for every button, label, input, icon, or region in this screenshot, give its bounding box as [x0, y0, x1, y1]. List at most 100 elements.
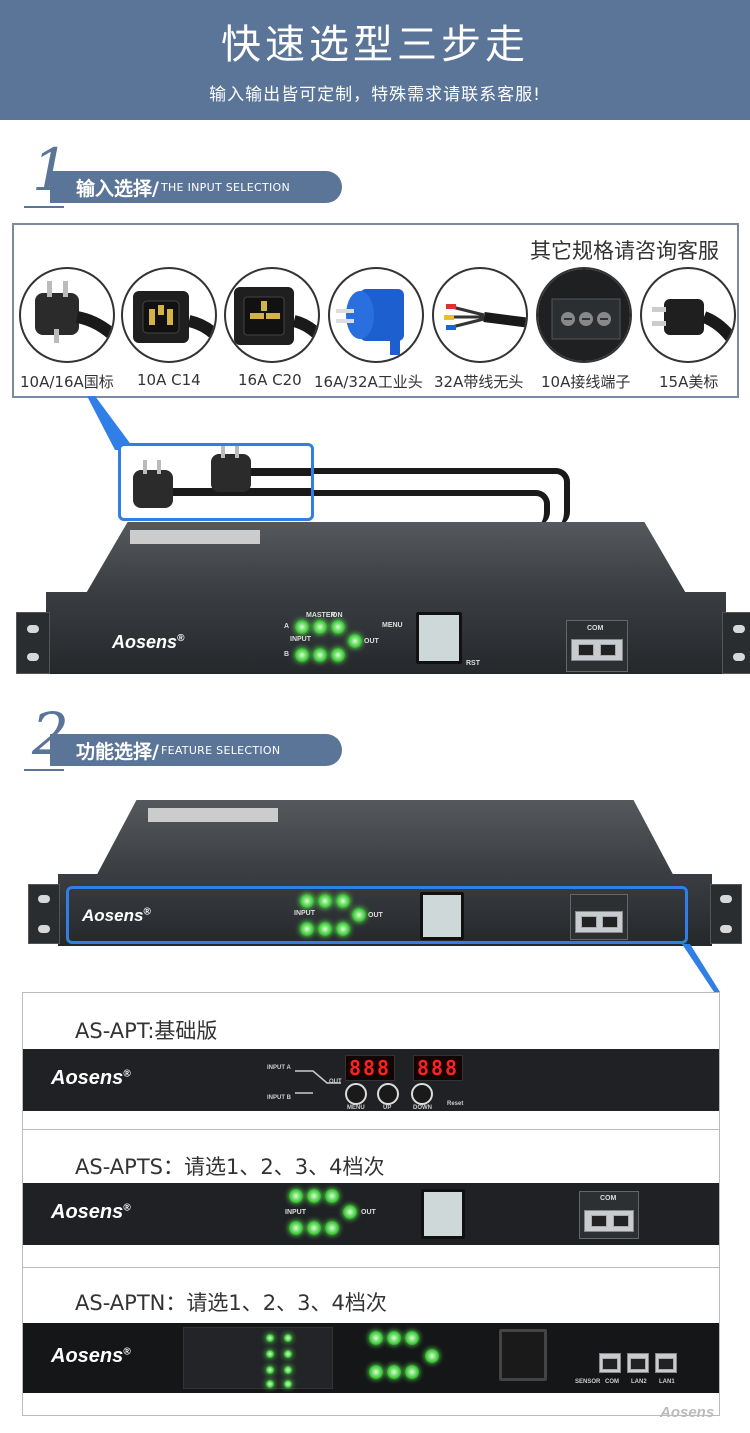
version-3-panel: Aosens® SENSOR COM LAN2 LAN1	[23, 1323, 719, 1393]
version-1-panel: Aosens® INPUT A INPUT B OUT 888 888 MENU…	[23, 1049, 719, 1111]
led-indicator	[300, 894, 314, 908]
led-indicator	[369, 1365, 383, 1379]
step-2-title: 功能选择/	[76, 740, 159, 763]
led-indicator	[387, 1331, 401, 1345]
rj45-ports[interactable]	[584, 1210, 634, 1232]
lcd-display	[421, 1189, 465, 1239]
plug-label: 10A接线端子	[541, 373, 631, 391]
led-indicator	[336, 894, 350, 908]
header-banner: 快速选型三步走 输入输出皆可定制，特殊需求请联系客服!	[0, 0, 750, 120]
brand-logo: Aosens®	[112, 632, 185, 652]
com-label: COM	[605, 1379, 619, 1385]
plug-label: 10A C14	[137, 371, 201, 389]
brand-logo: Aosens®	[82, 906, 151, 925]
led-indicator	[289, 1189, 303, 1203]
page-subtitle: 输入输出皆可定制，特殊需求请联系客服!	[209, 85, 541, 105]
led-label-on: ON	[332, 612, 343, 619]
led-indicator	[284, 1350, 292, 1358]
lcd-display	[416, 612, 462, 664]
c14-plug-icon[interactable]	[121, 267, 217, 363]
com-port-box: COM	[566, 620, 628, 672]
step-1-title: 输入选择/	[76, 177, 159, 200]
lan1-port[interactable]	[655, 1353, 677, 1373]
lan2-port[interactable]	[627, 1353, 649, 1373]
reset-label: Reset	[447, 1101, 464, 1107]
step-2-title-en: FEATURE SELECTION	[160, 743, 281, 757]
led-indicator	[369, 1331, 383, 1345]
led-indicator	[266, 1366, 274, 1374]
led-label-a: A	[284, 623, 290, 630]
version-title: AS-APTN：请选1、2、3、4档次	[75, 1291, 387, 1315]
led-indicator	[352, 908, 366, 922]
plug-label: 15A美标	[659, 373, 719, 391]
led-label-out: OUT	[364, 638, 379, 645]
cn-plug-icon	[133, 446, 311, 508]
version-title: AS-APT:基础版	[75, 1019, 218, 1043]
bare-wire-icon[interactable]	[432, 267, 528, 363]
menu-label: MENU	[382, 622, 403, 629]
com-label: COM	[587, 625, 604, 632]
cn-plug-icon[interactable]	[19, 267, 115, 363]
led-label-out: OUT	[361, 1209, 376, 1216]
brand-logo: Aosens®	[51, 1345, 131, 1367]
input-a-label: INPUT A	[267, 1065, 291, 1071]
power-cable	[250, 490, 550, 526]
menu-button[interactable]	[345, 1083, 367, 1105]
plug-highlight-box	[118, 443, 314, 521]
com-port[interactable]	[599, 1353, 621, 1373]
up-button[interactable]	[377, 1083, 399, 1105]
sensor-label: SENSOR	[575, 1379, 601, 1385]
led-indicator	[313, 648, 327, 662]
c20-plug-icon[interactable]	[224, 267, 320, 363]
led-indicator	[336, 922, 350, 936]
rack-ear-left	[28, 884, 60, 944]
divider	[23, 1129, 719, 1130]
rack-ear-left	[16, 612, 50, 674]
led-indicator	[425, 1349, 439, 1363]
input-options-panel: 其它规格请咨询客服	[12, 223, 739, 398]
led-indicator	[266, 1350, 274, 1358]
led-label-out: OUT	[368, 912, 383, 919]
plug-label: 16A/32A工业头	[314, 373, 423, 391]
page-title: 快速选型三步走	[221, 22, 529, 68]
segment-display-2: 888	[413, 1055, 463, 1081]
com-port-box: COM	[579, 1191, 639, 1239]
led-label-b: B	[284, 651, 290, 658]
led-indicator	[348, 634, 362, 648]
led-indicator	[307, 1221, 321, 1235]
brand-logo: Aosens®	[51, 1067, 131, 1089]
led-indicator	[266, 1380, 274, 1388]
led-indicator	[307, 1189, 321, 1203]
menu-label: MENU	[347, 1105, 365, 1111]
step-1-underline	[24, 206, 64, 208]
out-label: OUT	[329, 1079, 342, 1085]
version-2-panel: Aosens® INPUT OUT COM	[23, 1183, 719, 1245]
industrial-plug-icon[interactable]	[328, 267, 424, 363]
led-indicator	[343, 1205, 357, 1219]
segment-display-1: 888	[345, 1055, 395, 1081]
led-indicator	[387, 1365, 401, 1379]
device-label	[148, 808, 278, 822]
step-2-bar: 功能选择/ FEATURE SELECTION	[50, 734, 342, 766]
down-label: DOWN	[413, 1105, 432, 1111]
us-plug-icon[interactable]	[640, 267, 736, 363]
led-label-master: MASTER	[306, 612, 336, 619]
rack-ear-right	[722, 612, 750, 674]
led-indicator	[405, 1365, 419, 1379]
rj45-ports[interactable]	[575, 911, 623, 933]
led-indicator	[318, 894, 332, 908]
front-panel-highlight	[66, 886, 688, 944]
terminal-block-icon[interactable]	[536, 267, 632, 363]
led-indicator	[284, 1366, 292, 1374]
module-panel	[183, 1327, 333, 1389]
led-indicator	[313, 620, 327, 634]
lan1-label: LAN1	[659, 1379, 675, 1385]
rj45-ports[interactable]	[571, 639, 623, 661]
callout-pointer	[682, 944, 720, 992]
power-cable	[250, 468, 570, 526]
version-title: AS-APTS：请选1、2、3、4档次	[75, 1155, 385, 1179]
down-button[interactable]	[411, 1083, 433, 1105]
com-port-box	[570, 894, 628, 940]
plug-label: 16A C20	[238, 371, 302, 389]
device-label	[130, 530, 260, 544]
